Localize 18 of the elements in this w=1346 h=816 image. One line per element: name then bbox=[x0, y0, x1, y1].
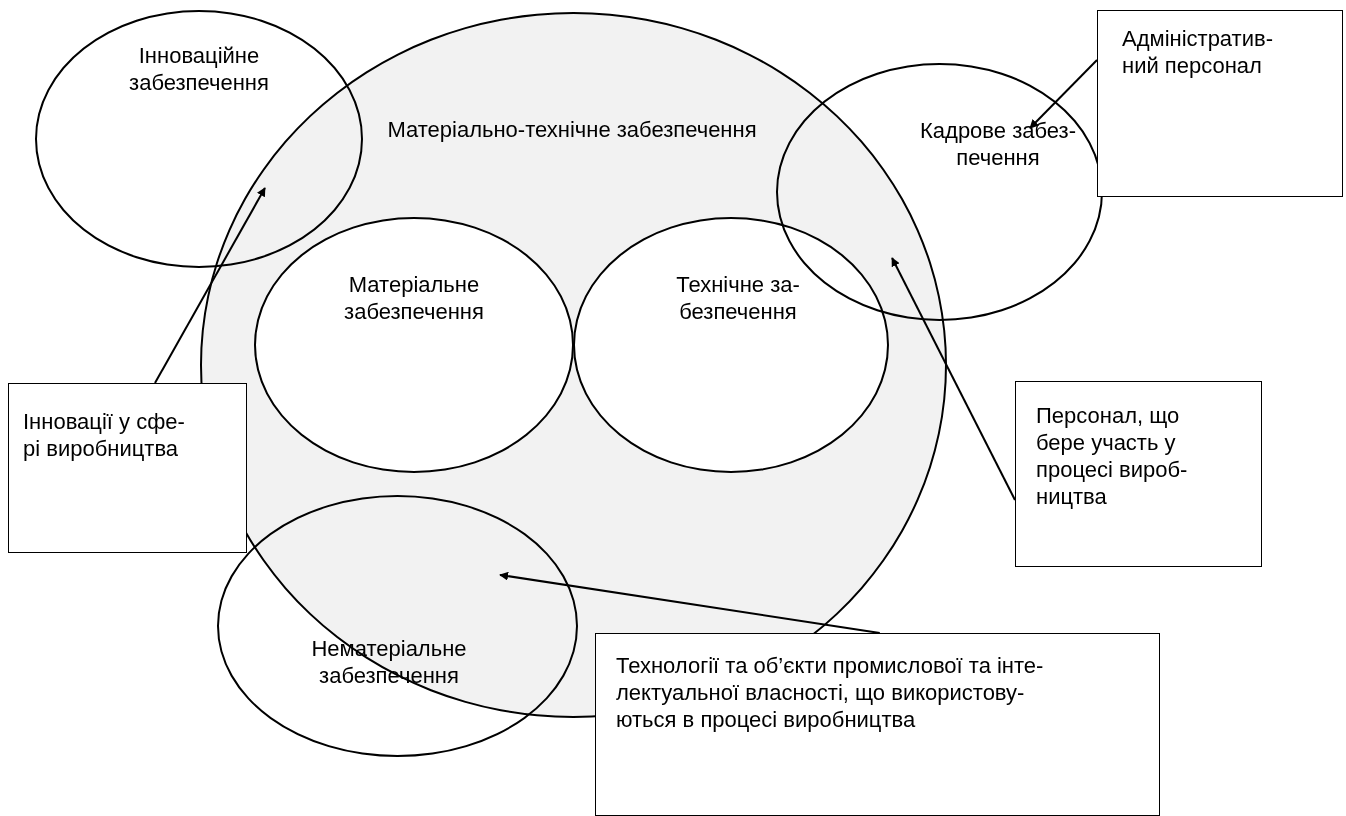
region-label: Інноваційне забезпечення bbox=[128, 42, 270, 96]
arrow bbox=[1029, 58, 1098, 129]
arrow bbox=[154, 187, 266, 384]
box-text: Інновації у сфе- рі виробництва bbox=[23, 408, 186, 462]
box-text: Персонал, що бере участь у процесі вироб- ництва bbox=[1036, 402, 1189, 510]
region-label: Матеріальне забезпечення bbox=[343, 271, 485, 325]
box-text: Адміністратив- ний персонал bbox=[1122, 25, 1274, 79]
arrow bbox=[891, 257, 1016, 502]
text-box bbox=[1097, 10, 1343, 197]
text-box bbox=[595, 633, 1160, 816]
ellipse-region bbox=[35, 10, 363, 268]
box-text: Технології та об’єкти промислової та інте- лектуальної власності, що використову- ються в процесі виробництва bbox=[616, 652, 1045, 733]
arrow bbox=[499, 571, 881, 634]
region-label: Матеріально-технічне забезпечення bbox=[386, 116, 758, 143]
region-label: Кадрове забез- печення bbox=[919, 117, 1077, 171]
text-box bbox=[1015, 381, 1262, 567]
text-box bbox=[8, 383, 247, 553]
region-label: Технічне за- безпечення bbox=[675, 271, 801, 325]
